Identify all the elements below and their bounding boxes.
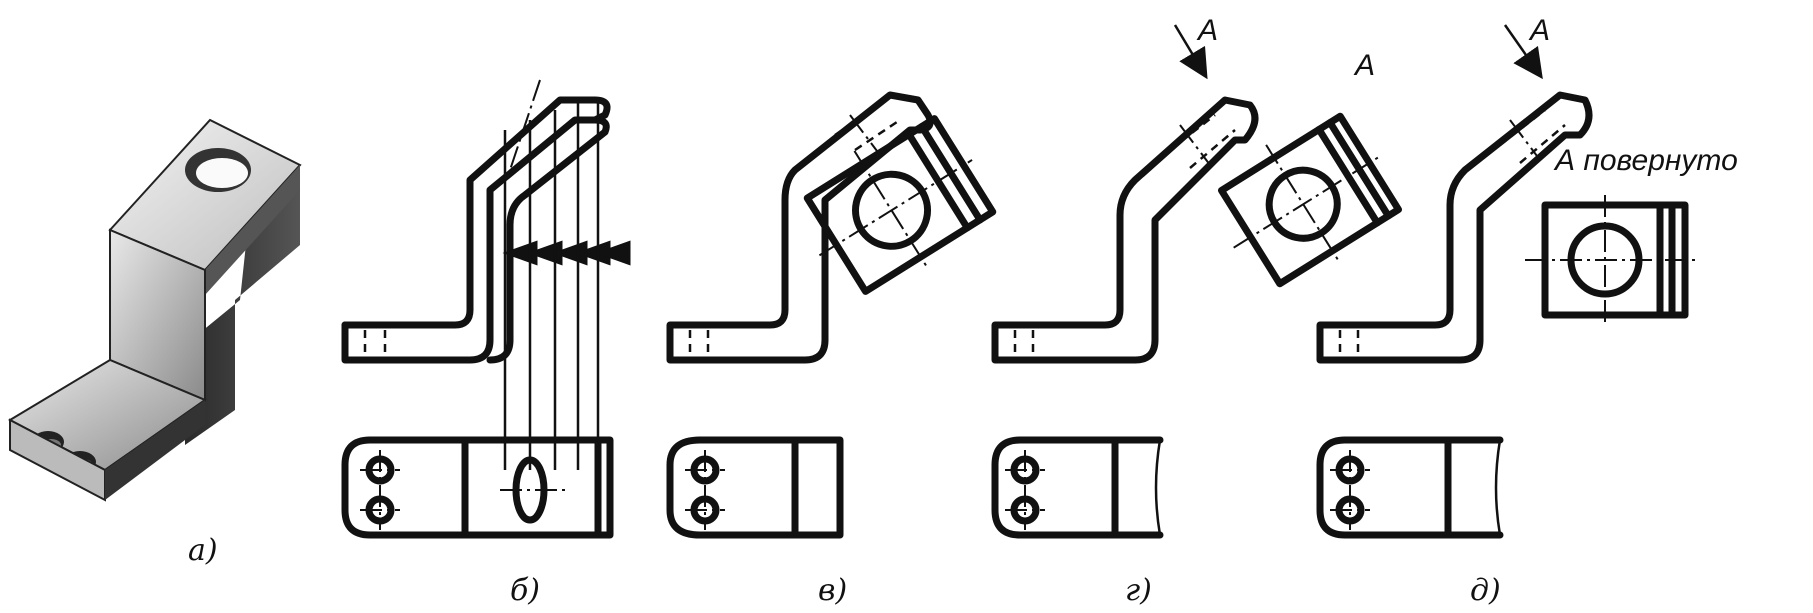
rotated-view-label: А повернуто: [1553, 144, 1738, 177]
isometric-part-view: [7, 118, 302, 502]
projection-construction-view: [341, 79, 631, 539]
panel-label-a: а): [188, 533, 218, 568]
panel-label-d: д): [1470, 573, 1501, 608]
panel-label-v: в): [818, 573, 847, 608]
panel-label-b: б): [510, 573, 540, 608]
auxiliary-view-detached: [991, 24, 1403, 539]
view-label-a: А: [1353, 49, 1375, 82]
rotated-auxiliary-view: [1316, 24, 1700, 539]
auxiliary-view-attached: [666, 91, 997, 539]
view-arrow-label-g: А: [1196, 14, 1218, 47]
view-arrow-label-d: А: [1528, 14, 1550, 47]
panel-label-g: г): [1125, 573, 1152, 608]
